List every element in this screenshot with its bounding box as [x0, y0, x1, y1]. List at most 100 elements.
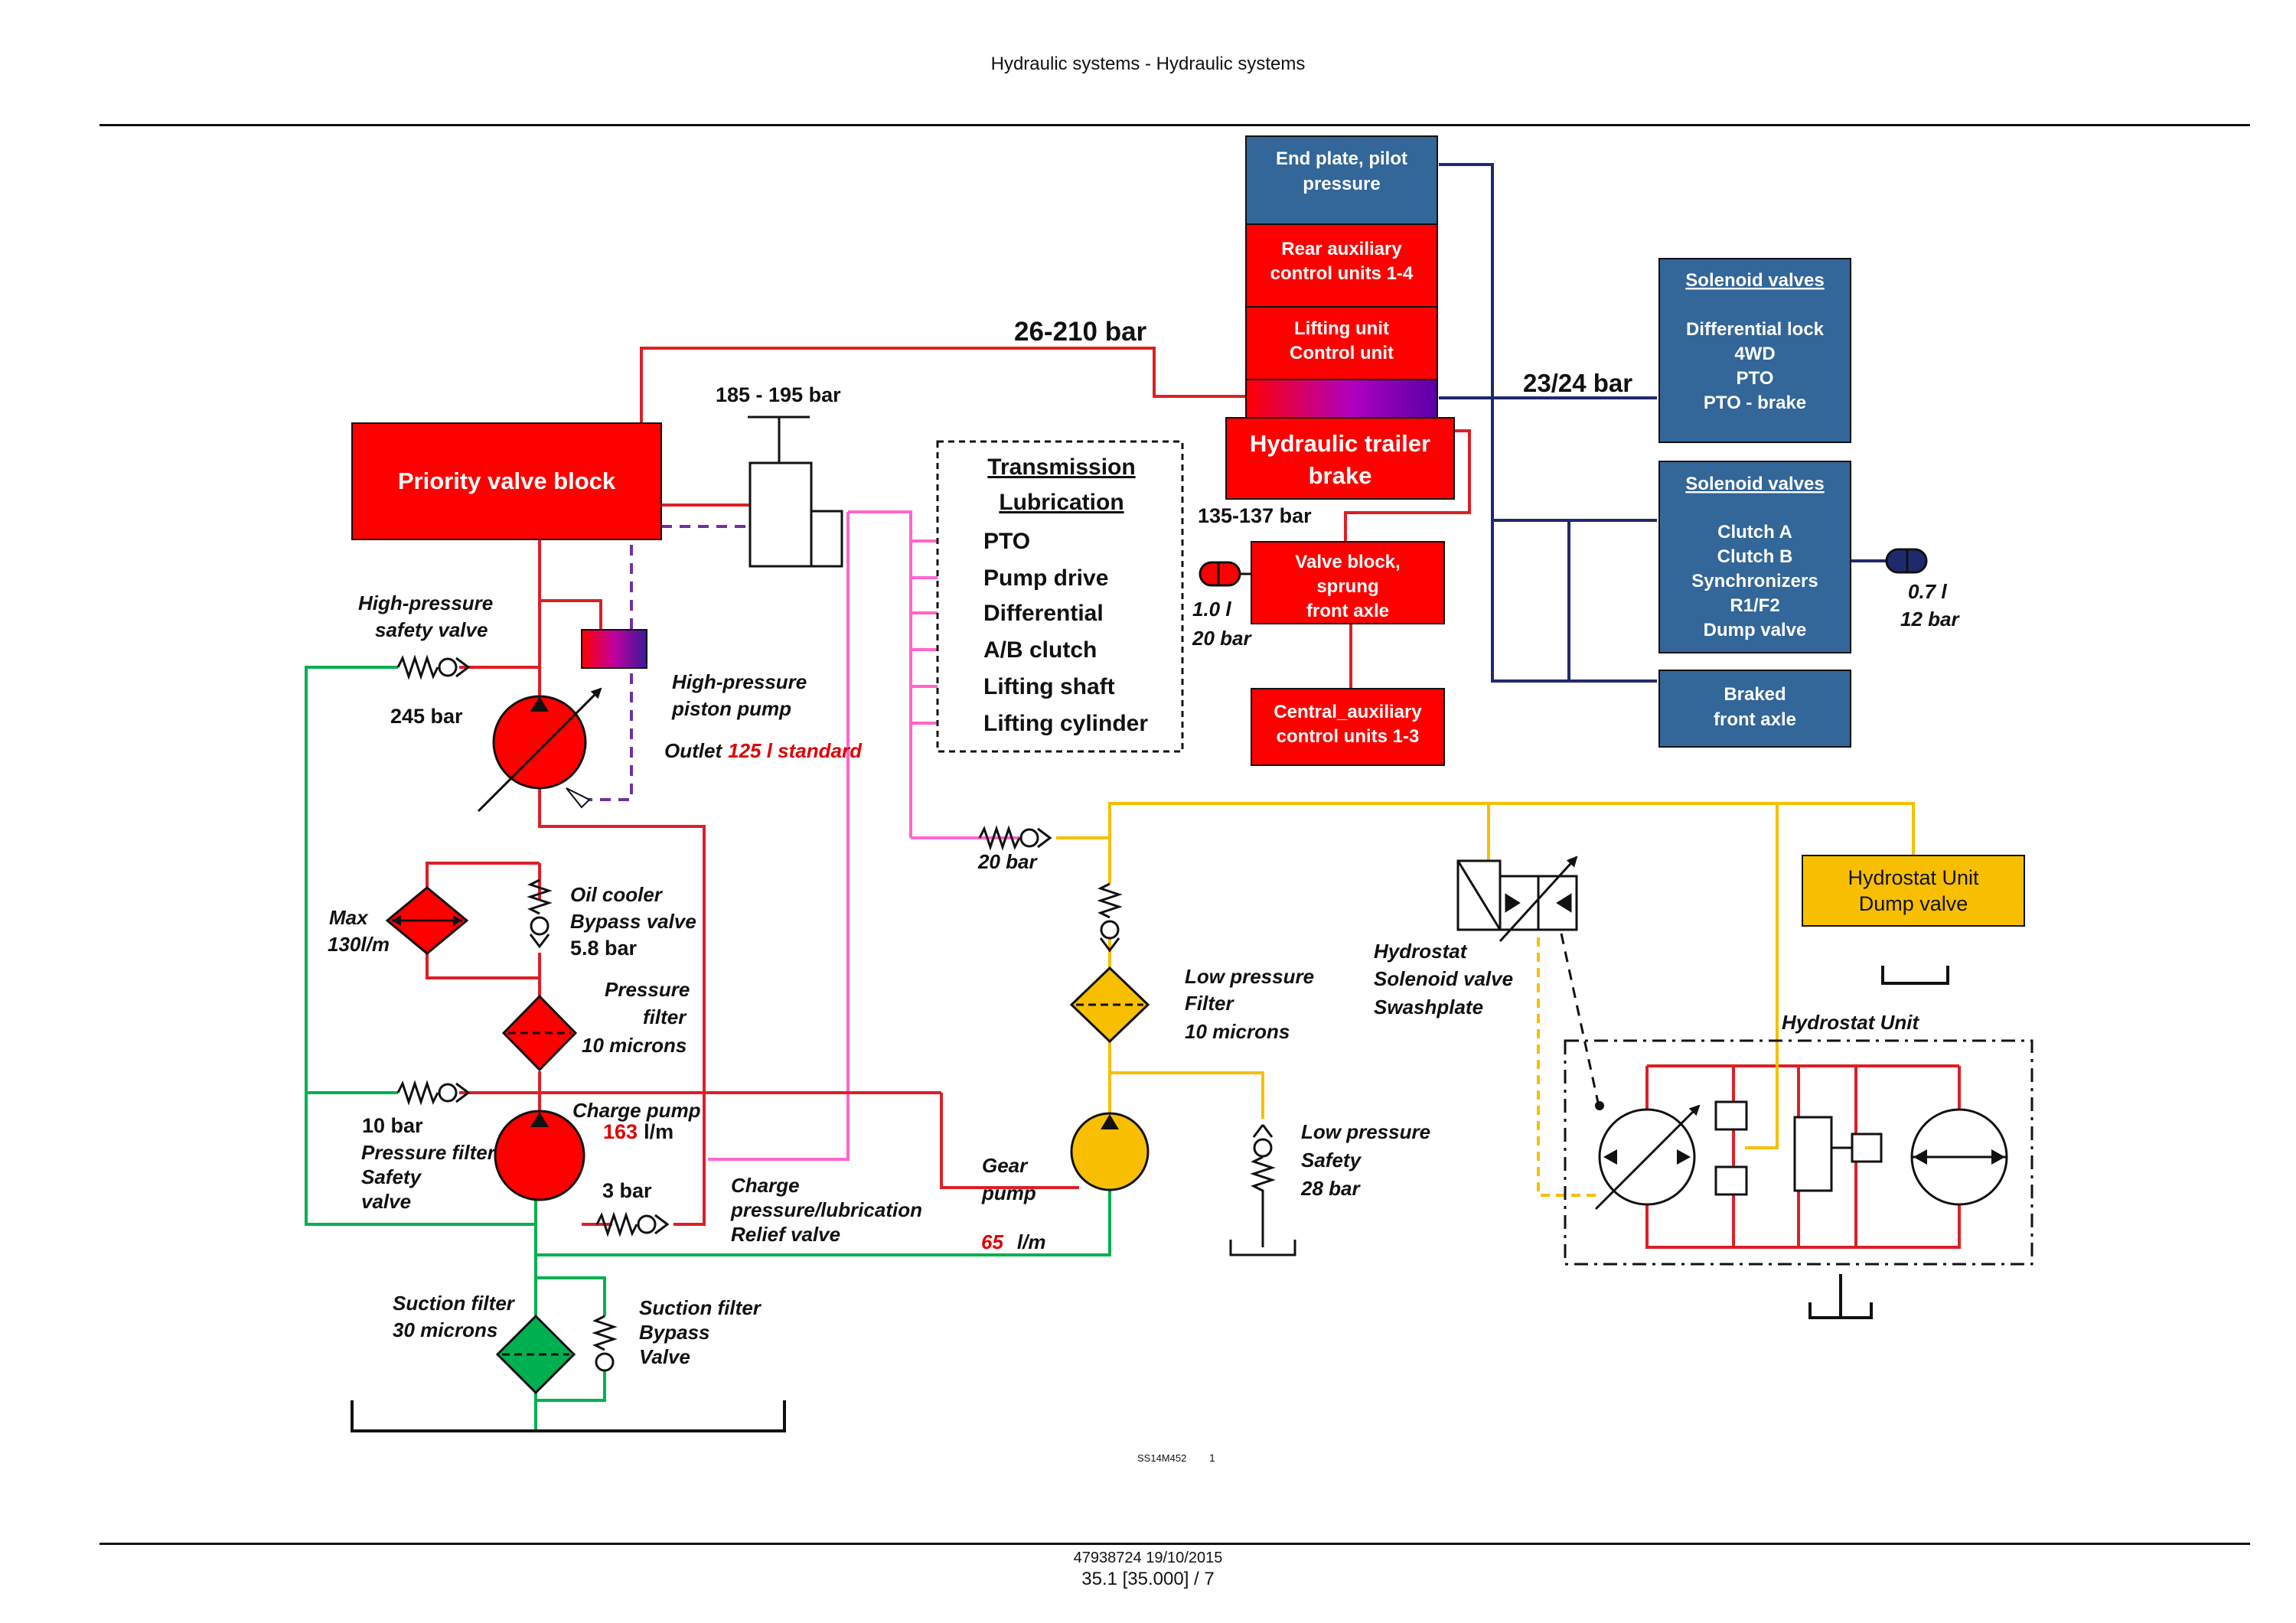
- figure-code: SS14M452: [1137, 1452, 1186, 1464]
- solenoid-2-item-0: Clutch A: [1717, 522, 1792, 543]
- transmission-title-1: Transmission: [987, 455, 1135, 480]
- transmission-item-pump-drive: Pump drive: [983, 565, 1108, 591]
- pressure-filter-diamond: [501, 994, 578, 1072]
- label-hs-solenoid-1: Hydrostat: [1374, 940, 1468, 963]
- label-lp-safety-3: 28 bar: [1300, 1177, 1361, 1200]
- figure-number: 1: [1209, 1452, 1215, 1464]
- label-10-bar: 10 bar: [362, 1114, 423, 1137]
- pressure-regulator-valve: [748, 416, 843, 568]
- label-accum-left-2: 20 bar: [1192, 627, 1252, 650]
- reservoir-tank: [351, 1274, 1873, 1432]
- solenoid-1-item-0: Differential lock: [1686, 319, 1825, 340]
- label-26-210-bar: 26-210 bar: [1014, 317, 1147, 347]
- transmission-title-2: Lubrication: [999, 490, 1124, 515]
- trailer-brake-label-1: Hydraulic trailer: [1250, 430, 1430, 457]
- navy-control-lines: [1439, 163, 1887, 683]
- label-oil-cooler-3: 5.8 bar: [570, 937, 638, 960]
- rear-auxiliary-label-1: Rear auxiliary: [1281, 239, 1402, 259]
- end-plate-label-2: pressure: [1303, 174, 1380, 194]
- label-accum-right-2: 12 bar: [1900, 608, 1960, 631]
- label-135-137-bar: 135-137 bar: [1198, 504, 1312, 527]
- label-max-1: Max: [329, 906, 369, 929]
- solenoid-1-item-2: PTO: [1737, 368, 1774, 389]
- label-accum-right-1: 0.7 l: [1908, 580, 1947, 603]
- label-oil-cooler-1: Oil cooler: [570, 883, 664, 906]
- footer-page-number: 35.1 [35.000] / 7: [1081, 1569, 1215, 1589]
- control-valve-stack: End plate, pilot pressure Rear auxiliary…: [1225, 135, 1455, 500]
- label-suction-filter-1: Suction filter: [393, 1292, 516, 1315]
- yellow-pilot-dashed: [1537, 937, 1600, 1197]
- end-plate-label-1: End plate, pilot: [1276, 148, 1407, 169]
- priority-valve-block-label: Priority valve block: [398, 468, 616, 494]
- footer-doc-ref: 47938724 19/10/2015: [1073, 1550, 1223, 1566]
- trailer-brake-label-2: brake: [1309, 462, 1372, 489]
- label-gear-pump-1: Gear: [982, 1154, 1029, 1177]
- label-185-195-bar: 185 - 195 bar: [716, 383, 841, 406]
- rear-auxiliary-label-2: control units 1-4: [1270, 263, 1414, 284]
- solenoid-2-item-3: R1/F2: [1730, 595, 1779, 616]
- pump-pilot-block: [581, 629, 647, 669]
- label-3-bar: 3 bar: [602, 1179, 652, 1202]
- label-hp-safety-2: safety valve: [375, 618, 488, 641]
- transmission-item-lifting-cylinder: Lifting cylinder: [983, 711, 1148, 736]
- solenoid-valves-box-1: Solenoid valves Differential lock 4WD PT…: [1658, 258, 1851, 443]
- braked-axle-line-2: front axle: [1714, 709, 1796, 730]
- solenoid-2-item-1: Clutch B: [1717, 546, 1793, 567]
- braked-front-axle-box: Braked front axle: [1658, 670, 1851, 748]
- charge-pump: [494, 1110, 585, 1201]
- priority-valve-block: Priority valve block: [351, 422, 662, 540]
- footer-rule: [99, 1543, 2250, 1545]
- solenoid-2-item-4: Dump valve: [1704, 620, 1807, 640]
- label-hs-solenoid-3: Swashplate: [1374, 996, 1483, 1018]
- label-hs-solenoid-2: Solenoid valve: [1374, 967, 1513, 990]
- label-245-bar: 245 bar: [390, 705, 463, 728]
- label-pressure-filter-3: 10 microns: [582, 1034, 687, 1057]
- diagram-labels: 26-210 bar 185 - 195 bar 23/24 bar 135-1…: [328, 317, 1960, 1464]
- hs-dump-label-1: Hydrostat Unit: [1848, 866, 1979, 889]
- braked-axle-line-1: Braked: [1724, 684, 1786, 705]
- transmission-item-lifting-shaft: Lifting shaft: [983, 674, 1115, 699]
- label-suction-filter-2: 30 microns: [393, 1318, 497, 1341]
- label-lp-safety-1: Low pressure: [1301, 1120, 1430, 1143]
- solenoid-2-title: Solenoid valves: [1685, 474, 1824, 494]
- label-lp-filter-1: Low pressure: [1185, 965, 1314, 988]
- label-lp-filter-2: Filter: [1185, 992, 1234, 1015]
- label-pf-safety-2: Safety: [361, 1165, 422, 1188]
- solenoid-1-item-3: PTO - brake: [1704, 393, 1806, 413]
- solenoid-1-item-1: 4WD: [1734, 344, 1775, 364]
- label-lp-safety-2: Safety: [1301, 1149, 1362, 1172]
- solenoid-2-item-2: Synchronizers: [1691, 571, 1818, 592]
- central-auxiliary-control-units: Central_auxiliary control units 1-3: [1251, 688, 1445, 766]
- check-valves: [396, 654, 1296, 1372]
- oil-cooler-diamond: [385, 886, 469, 955]
- end-plate-box: [1245, 135, 1438, 225]
- central-aux-label-1: Central_auxiliary: [1274, 702, 1422, 722]
- lifting-unit-box: [1245, 306, 1438, 380]
- label-hp-safety-1: High-pressure: [358, 592, 493, 614]
- hydraulic-trailer-brake-box: [1225, 417, 1455, 500]
- gear-pump: [1070, 1112, 1150, 1191]
- high-pressure-piston-pump: [477, 687, 602, 813]
- header-rule: [99, 124, 2250, 126]
- label-suction-bypass-1: Suction filter: [639, 1296, 762, 1319]
- label-charge-relief-1: Charge: [731, 1174, 800, 1197]
- label-suction-bypass-2: Bypass: [639, 1321, 710, 1344]
- label-charge-pump: Charge pump: [572, 1099, 701, 1122]
- valve-block-label-2: sprung: [1316, 576, 1378, 597]
- central-aux-label-2: control units 1-3: [1277, 726, 1420, 747]
- transmission-item-differential: Differential: [983, 601, 1104, 626]
- lifting-unit-label-1: Lifting unit: [1294, 318, 1389, 339]
- hydrostat-unit: [1564, 1039, 2033, 1266]
- transmission-item-pto: PTO: [983, 529, 1030, 554]
- label-20-bar: 20 bar: [977, 850, 1038, 873]
- label-max-2: 130l/m: [328, 933, 390, 956]
- page-header-title: Hydraulic systems - Hydraulic systems: [990, 54, 1306, 74]
- pilot-gradient-section: [1245, 379, 1438, 419]
- label-oil-cooler-2: Bypass valve: [570, 910, 696, 933]
- label-hydrostat-unit: Hydrostat Unit: [1782, 1011, 1919, 1034]
- rear-auxiliary-box: [1245, 223, 1438, 308]
- solenoid-valves-box-2: Solenoid valves Clutch A Clutch B Synchr…: [1658, 461, 1851, 653]
- label-gear-pump-2: pump: [981, 1181, 1036, 1204]
